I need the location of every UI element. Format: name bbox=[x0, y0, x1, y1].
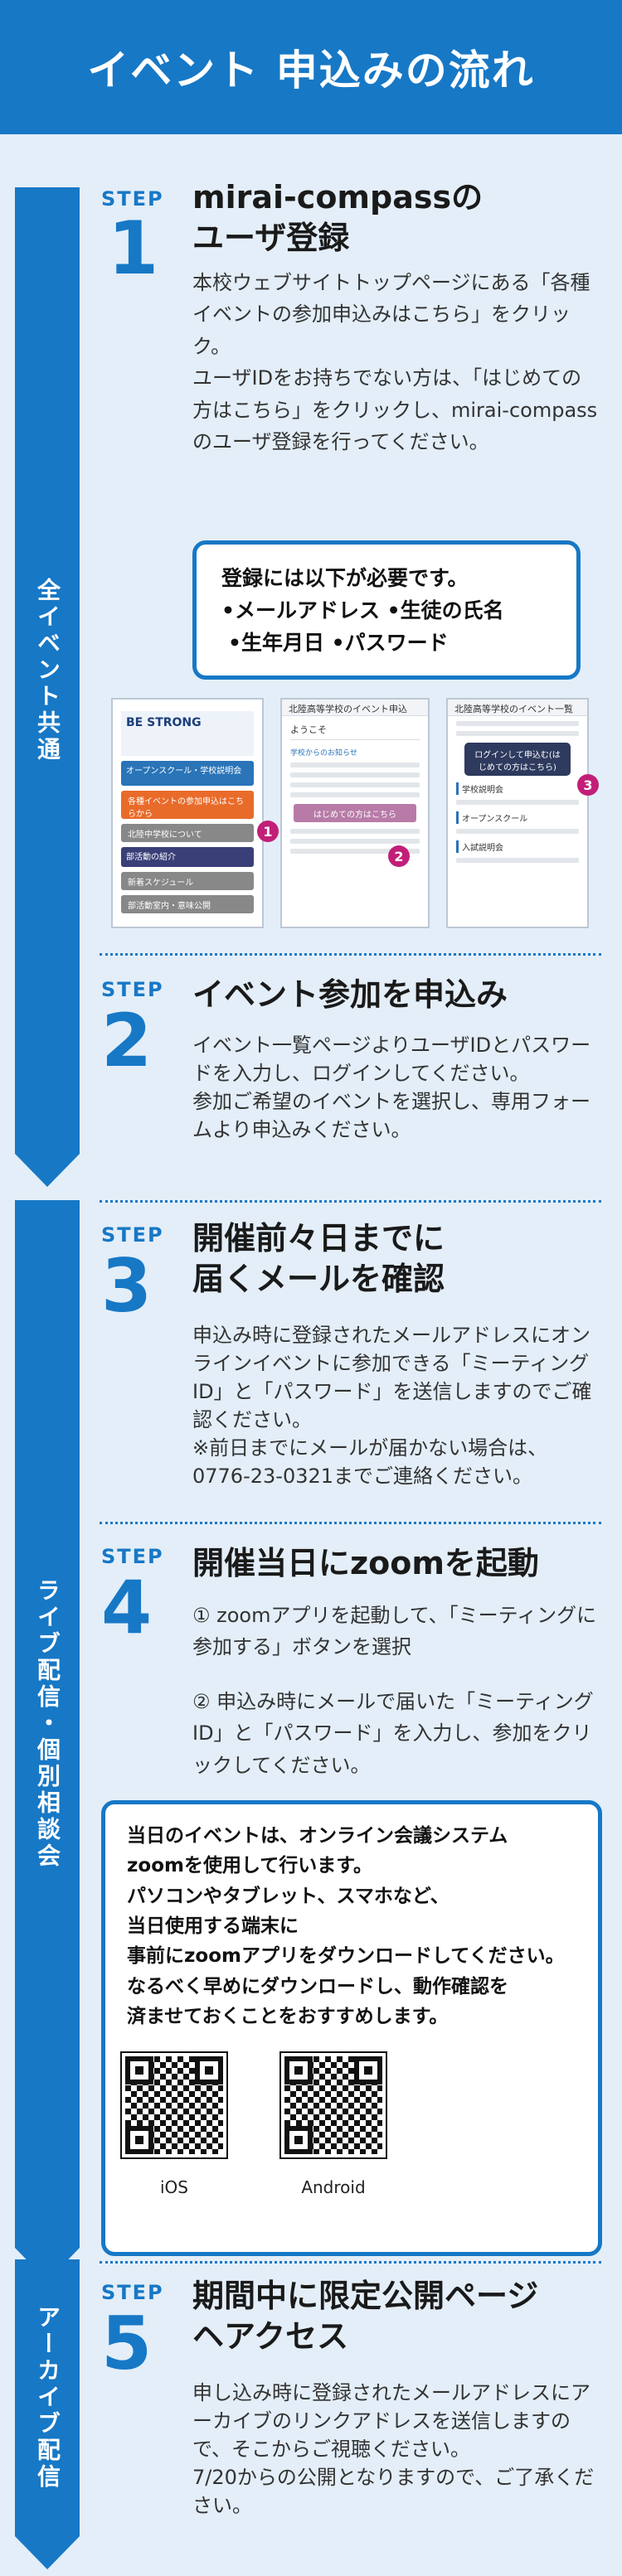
shot2-welcome: ようこそ bbox=[290, 723, 420, 740]
band-arrow-3 bbox=[15, 2259, 80, 2569]
shot2-line bbox=[290, 829, 420, 834]
shot1-open-school-button[interactable]: オープンスクール・学校説明会 bbox=[121, 761, 254, 786]
step3-title: 開催前々日までに 届くメールを確認 bbox=[192, 1220, 445, 1297]
screenshot-event-list: 北陸高等学校のイベント一覧 ログインして申込む(はじめての方はこちら) 学校説明… bbox=[446, 698, 589, 928]
requirements-line2: •生年月日 •パスワード bbox=[228, 630, 449, 655]
shot2-line bbox=[290, 782, 420, 787]
screenshot-top-page: BE STRONG オープンスクール・学校説明会 各種イベントの参加申込はこちら… bbox=[111, 698, 264, 928]
shot2-first-time-button[interactable]: はじめての方はこちら bbox=[294, 804, 416, 822]
qr-eye bbox=[284, 2126, 313, 2154]
step3-number: 3 bbox=[101, 1243, 153, 1329]
divider-2 bbox=[100, 1200, 601, 1203]
shot2-line bbox=[290, 792, 420, 797]
shot2-title: 北陸高等学校のイベント申込 bbox=[282, 700, 428, 716]
shot3-line bbox=[456, 721, 579, 726]
shot3-line bbox=[456, 731, 579, 736]
divider-4 bbox=[100, 2261, 601, 2264]
shot1-event-apply-button[interactable]: 各種イベントの参加申込はこちらから bbox=[121, 791, 254, 819]
step5-tag: STEP bbox=[101, 2281, 164, 2304]
band-label-all-events: 全イベント共通 bbox=[34, 578, 61, 763]
page-title: イベント 申込みの流れ bbox=[87, 46, 535, 94]
shot3-section-open-school: オープンスクール bbox=[456, 811, 579, 824]
shot3-title: 北陸高等学校のイベント一覧 bbox=[448, 700, 587, 716]
zoom-line: 当日使用する端末に bbox=[127, 1915, 299, 1937]
qr-label-android: Android bbox=[301, 2177, 366, 2197]
step2-tag: STEP bbox=[101, 978, 164, 1001]
step2-body: イベント一覧ページよりユーザIDとパスワードを入力し、ログインしてください。 参… bbox=[192, 1034, 591, 1142]
qr-eye bbox=[125, 2126, 153, 2154]
step1-body: 本校ウェブサイトトップページにある「各種イベントの参加申込みはこちら」をクリック… bbox=[192, 271, 598, 453]
marker-2: 2 bbox=[388, 845, 410, 867]
requirements-line1: •メールアドレス •生徒の氏名 bbox=[221, 598, 504, 622]
requirements-heading: 登録には以下が必要です。 bbox=[221, 566, 469, 590]
qr-eye bbox=[195, 2056, 223, 2085]
zoom-line: パソコンやタブレット、スマホなど、 bbox=[127, 1885, 449, 1907]
step3-body: 申込み時に登録されたメールアドレスにオンラインイベントに参加できる「ミーティング… bbox=[192, 1324, 592, 1489]
step2-number: 2 bbox=[101, 998, 153, 1083]
zoom-line: 当日のイベントは、オンライン会議システム bbox=[127, 1825, 508, 1847]
qr-code-ios[interactable] bbox=[120, 2051, 228, 2159]
side-band-arrows bbox=[15, 187, 80, 2569]
shot1-about-button[interactable]: 北陸中学校について bbox=[121, 824, 254, 842]
qr-eye bbox=[284, 2056, 313, 2085]
shot3-login-button[interactable]: ログインして申込む(はじめての方はこちら) bbox=[464, 743, 571, 776]
shot2-line bbox=[290, 839, 420, 844]
qr-eye bbox=[354, 2056, 382, 2085]
step5-body: 申し込み時に登録されたメールアドレスにアーカイブのリンクアドレスを送信しますので… bbox=[192, 2381, 595, 2518]
step4-body-2: ② 申込み時にメールで届いた「ミーティングID」と「パスワード」を入力し、参加を… bbox=[192, 1690, 594, 1777]
step3-tag: STEP bbox=[101, 1223, 164, 1247]
shot1-schedule-button[interactable]: 新着スケジュール bbox=[121, 872, 254, 890]
step1-number: 1 bbox=[108, 206, 159, 291]
zoom-line: なるべく早めにダウンロードし、動作確認を bbox=[127, 1975, 508, 1997]
shot2-notice: 学校からのお知らせ bbox=[290, 749, 357, 758]
shot1-club-button[interactable]: 部活動の紹介 bbox=[121, 847, 254, 867]
screenshot-login-page: 北陸高等学校のイベント申込 ようこそ 学校からのお知らせ はじめての方はこちら bbox=[280, 698, 430, 928]
zoom-line: 事前にzoomアプリをダウンロードしてください。 bbox=[127, 1945, 565, 1968]
step5-number: 5 bbox=[101, 2301, 153, 2386]
shot2-line bbox=[290, 772, 420, 777]
shot1-public-button[interactable]: 部活動室内・意味公開 bbox=[121, 895, 254, 913]
shot3-section-exam: 入試説明会 bbox=[456, 840, 579, 853]
qr-code-android[interactable] bbox=[279, 2051, 387, 2159]
step1-title: mirai-compassの ユーザ登録 bbox=[192, 179, 484, 256]
divider-1 bbox=[100, 953, 601, 956]
step4-number: 4 bbox=[101, 1565, 153, 1650]
marker-1: 1 bbox=[257, 821, 279, 842]
band-arrow-1 bbox=[15, 187, 80, 1187]
shot3-section-briefing: 学校説明会 bbox=[456, 782, 579, 795]
step4-tag: STEP bbox=[101, 1545, 164, 1568]
step4-title: 開催当日にzoomを起動 bbox=[192, 1545, 539, 1581]
header: イベント 申込みの流れ bbox=[0, 0, 622, 134]
zoom-info-box: 当日のイベントは、オンライン会議システム zoomを使用して行います。 パソコン… bbox=[101, 1800, 602, 2256]
shot3-line bbox=[456, 858, 579, 863]
logo-be-strong: BE STRONG bbox=[121, 711, 254, 756]
shot2-line bbox=[290, 849, 420, 854]
step4-body-1: ① zoomアプリを起動して、「ミーティングに参加する」ボタンを選択 bbox=[192, 1604, 597, 1659]
qr-eye bbox=[125, 2056, 153, 2085]
shot3-line bbox=[456, 800, 579, 805]
shot2-line bbox=[290, 763, 420, 767]
band-arrow-2 bbox=[15, 1200, 80, 2281]
screenshots-row: BE STRONG オープンスクール・学校説明会 各種イベントの参加申込はこちら… bbox=[111, 698, 599, 928]
marker-3: 3 bbox=[577, 774, 599, 796]
step5-title: 期間中に限定公開ページ ヘアクセス bbox=[192, 2278, 539, 2355]
band-label-archive: アーカイブ配信 bbox=[34, 2305, 61, 2491]
requirements-box: 登録には以下が必要です。 •メールアドレス •生徒の氏名 •生年月日 •パスワー… bbox=[192, 540, 581, 680]
qr-label-ios: iOS bbox=[160, 2177, 188, 2197]
shot3-line bbox=[456, 829, 579, 834]
divider-3 bbox=[100, 1522, 601, 1524]
band-label-live: ライブ配信・個別相談会 bbox=[34, 1578, 61, 1870]
zoom-line: zoomを使用して行います。 bbox=[127, 1855, 372, 1877]
zoom-line: 済ませておくことをおすすめします。 bbox=[127, 2005, 449, 2027]
step2-title: イベント参加を申込み bbox=[192, 976, 508, 1013]
step1-tag: STEP bbox=[101, 187, 164, 211]
